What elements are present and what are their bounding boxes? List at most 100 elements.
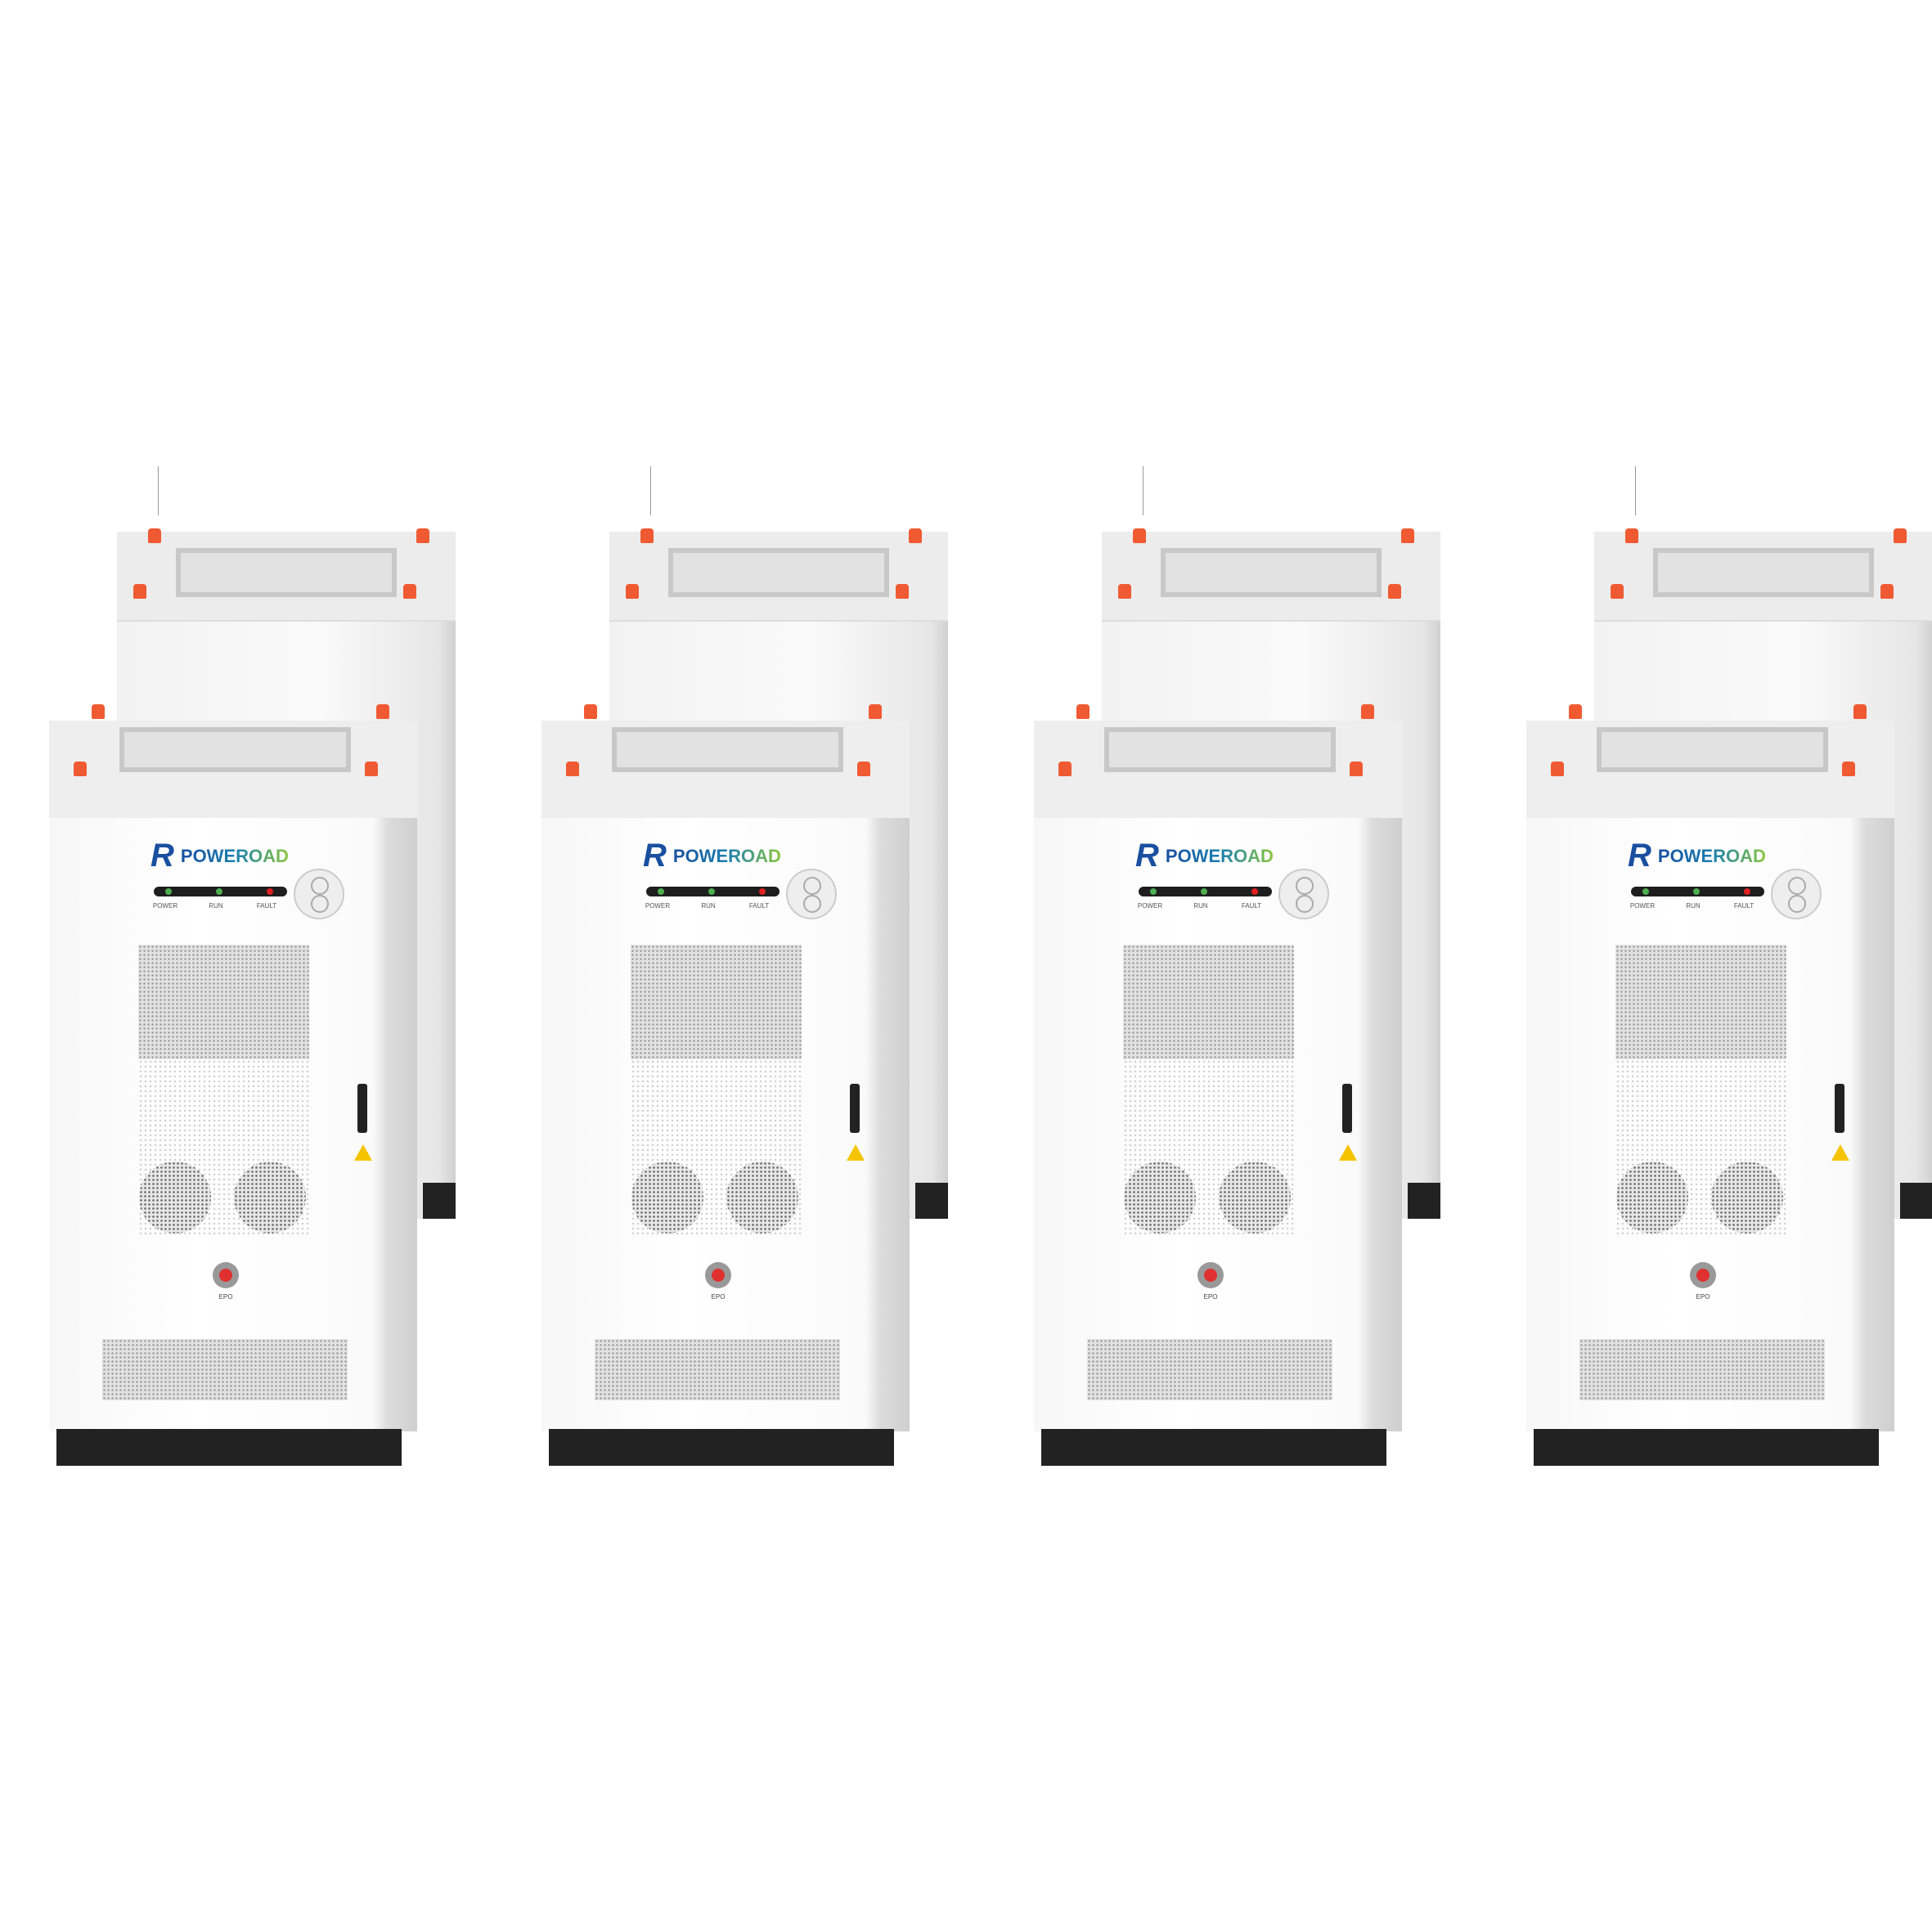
epo-label: EPO <box>1696 1293 1710 1301</box>
lifting-eye-icon <box>909 528 922 543</box>
upper-vent <box>1615 945 1786 1059</box>
fan-icon <box>1711 1161 1783 1233</box>
top-hatch <box>119 727 351 772</box>
epo-button[interactable] <box>1690 1262 1716 1288</box>
lifting-eye-icon <box>857 762 870 776</box>
lifting-eye-icon <box>1058 762 1072 776</box>
brand-logo: R POWEROAD <box>1135 838 1274 874</box>
lifting-eye-icon <box>869 704 882 719</box>
fan-icon <box>1219 1161 1291 1233</box>
lifting-eye-icon <box>403 584 416 599</box>
status-led-bar <box>1631 887 1764 896</box>
front-cabinet: R POWEROAD POWER RUN FAULT EPO <box>541 704 910 1466</box>
upper-vent <box>138 945 309 1059</box>
lifting-eye-icon <box>376 704 389 719</box>
rear-cabinet-top <box>117 528 456 622</box>
lifting-eye-icon <box>1842 762 1855 776</box>
fault-led <box>267 888 273 895</box>
lifting-eye-icon <box>92 704 105 719</box>
rear-cabinet-top <box>1594 528 1932 622</box>
lifting-eye-icon <box>1133 528 1146 543</box>
cabinet-pair: R POWEROAD POWER RUN FAULT EPO <box>1477 0 1932 1932</box>
cabinet-base <box>1041 1429 1386 1466</box>
door-handle[interactable] <box>1342 1084 1352 1133</box>
lifting-eye-icon <box>1118 584 1131 599</box>
run-led <box>1693 888 1700 895</box>
lower-vent <box>1087 1339 1332 1400</box>
cabinet-base <box>549 1429 894 1466</box>
lifting-eye-icon <box>566 762 579 776</box>
run-label: RUN <box>1686 902 1701 910</box>
fan-icon <box>234 1161 306 1233</box>
door-lock-icon[interactable] <box>1771 869 1822 919</box>
lifting-eye-icon <box>1611 584 1624 599</box>
power-label: POWER <box>1137 902 1163 910</box>
lifting-eye-icon <box>1551 762 1564 776</box>
logo-mark: R <box>643 838 667 874</box>
lifting-eye-icon <box>1361 704 1374 719</box>
run-led <box>216 888 222 895</box>
run-label: RUN <box>701 902 716 910</box>
front-cabinet: R POWEROAD POWER RUN FAULT EPO <box>1526 704 1894 1466</box>
door-lock-icon[interactable] <box>294 869 344 919</box>
cabinet-base <box>56 1429 402 1466</box>
fault-led <box>759 888 766 895</box>
front-cabinet-top <box>1526 704 1894 820</box>
cabinet-base <box>1534 1429 1879 1466</box>
top-hatch <box>1104 727 1336 772</box>
lifting-eye-icon <box>584 704 597 719</box>
brand-name: POWEROAD <box>1657 845 1766 866</box>
power-led <box>1642 888 1649 895</box>
fault-label: FAULT <box>256 902 277 910</box>
fan-icon <box>631 1161 703 1233</box>
lifting-eye-icon <box>1853 704 1867 719</box>
top-hatch <box>1597 727 1828 772</box>
lifting-eye-icon <box>1880 584 1894 599</box>
fault-led <box>1251 888 1258 895</box>
rear-cabinet-base <box>1900 1183 1932 1219</box>
lifting-eye-icon <box>640 528 654 543</box>
fault-led <box>1744 888 1750 895</box>
top-hatch <box>1653 548 1874 597</box>
logo-mark: R <box>1135 838 1159 874</box>
lifting-eye-icon <box>1401 528 1414 543</box>
lifting-eye-icon <box>626 584 639 599</box>
cabinet-pair: R POWEROAD POWER RUN FAULT EPO <box>0 0 507 1932</box>
epo-button[interactable] <box>705 1262 731 1288</box>
cabinet-pair: R POWEROAD POWER RUN FAULT EPO <box>492 0 1000 1932</box>
lifting-eye-icon <box>896 584 909 599</box>
lifting-eye-icon <box>148 528 161 543</box>
fan-icon <box>1124 1161 1196 1233</box>
epo-label: EPO <box>1203 1293 1218 1301</box>
door-lock-icon[interactable] <box>786 869 837 919</box>
run-label: RUN <box>1193 902 1208 910</box>
upper-vent <box>1123 945 1294 1059</box>
lifting-eye-icon <box>1569 704 1582 719</box>
lifting-eye-icon <box>1625 528 1638 543</box>
fault-label: FAULT <box>748 902 770 910</box>
door-handle[interactable] <box>357 1084 367 1133</box>
antenna <box>1635 466 1636 515</box>
electrical-warning-icon <box>1831 1144 1849 1161</box>
door-handle[interactable] <box>1835 1084 1844 1133</box>
rear-cabinet-base <box>915 1183 948 1219</box>
cabinet-pair: R POWEROAD POWER RUN FAULT EPO <box>985 0 1492 1932</box>
top-hatch <box>668 548 889 597</box>
run-led <box>1201 888 1207 895</box>
logo-mark: R <box>1628 838 1651 874</box>
epo-button[interactable] <box>213 1262 239 1288</box>
front-cabinet-top <box>541 704 910 820</box>
epo-button[interactable] <box>1197 1262 1224 1288</box>
top-hatch <box>1161 548 1382 597</box>
door-handle[interactable] <box>850 1084 860 1133</box>
epo-label: EPO <box>711 1293 726 1301</box>
lifting-eye-icon <box>1894 528 1907 543</box>
door-lock-icon[interactable] <box>1278 869 1329 919</box>
front-cabinet: R POWEROAD POWER RUN FAULT EPO <box>49 704 417 1466</box>
power-label: POWER <box>645 902 671 910</box>
brand-logo: R POWEROAD <box>151 838 289 874</box>
rear-cabinet-base <box>423 1183 456 1219</box>
upper-vent <box>631 945 802 1059</box>
fan-icon <box>139 1161 211 1233</box>
lower-vent <box>102 1339 348 1400</box>
